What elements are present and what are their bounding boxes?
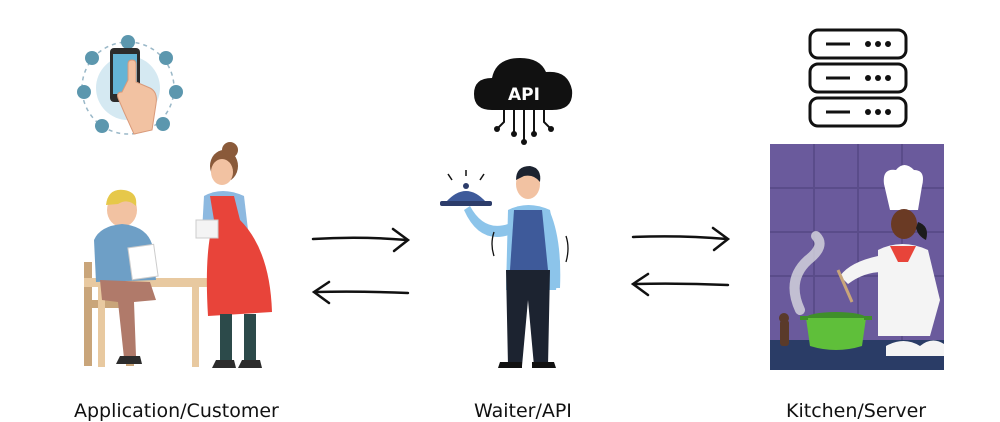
phone-app-illustration (77, 35, 183, 135)
customer-table-scene (84, 142, 272, 368)
node-label-waiter: Waiter/API (474, 400, 572, 422)
cloche-tray-icon (440, 170, 492, 206)
server-lights (865, 41, 891, 115)
node-label-customer: Application/Customer (74, 400, 279, 422)
waitress-figure (195, 142, 272, 368)
api-cloud-icon: API (474, 58, 573, 145)
customer-figure (94, 189, 159, 364)
arrow-waiter-to-customer (311, 280, 410, 305)
chef-figure (836, 165, 940, 336)
arrow-kitchen-to-waiter (630, 272, 730, 297)
waiter-figure (440, 166, 569, 368)
app-icons (77, 35, 183, 133)
api-cloud-text: API (508, 85, 540, 105)
smartphone-touch-icon (110, 48, 157, 135)
arrow-customer-to-waiter (311, 227, 411, 253)
server-rack-icon (808, 28, 908, 128)
arrow-waiter-to-kitchen (631, 226, 731, 252)
cooking-pot (800, 312, 872, 350)
node-label-kitchen: Kitchen/Server (786, 400, 927, 422)
kitchen-scene (770, 144, 944, 370)
